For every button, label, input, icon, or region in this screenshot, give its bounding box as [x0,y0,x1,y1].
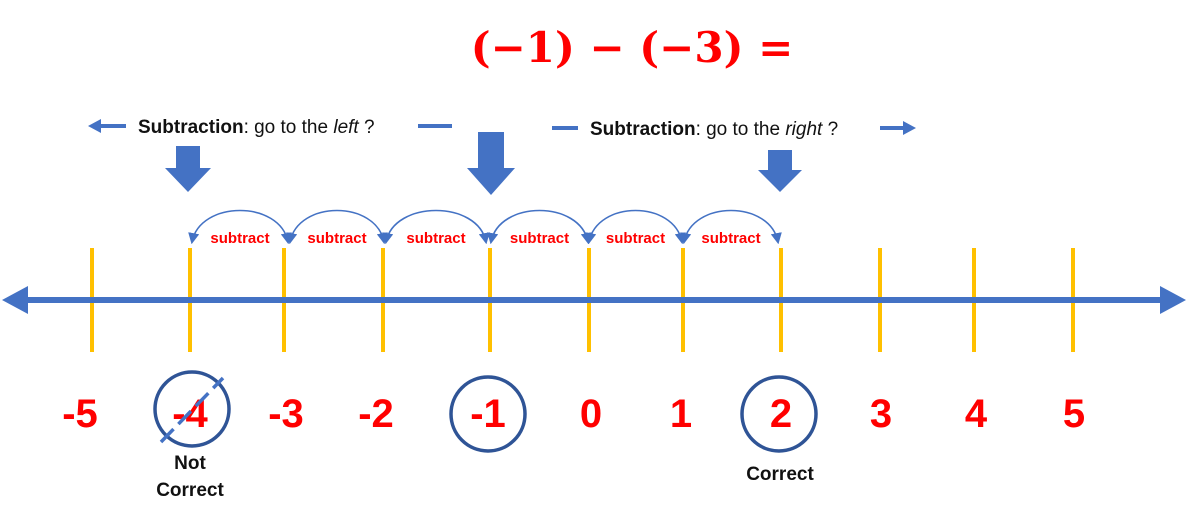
axis-right-arrowhead-icon [1160,286,1186,314]
tick-label-3: 3 [870,392,892,436]
left-hint: Subtraction: go to the left ? [88,117,452,138]
tick-label-4: 4 [965,392,988,436]
equation-title: (−1) − (−3) = [471,23,794,72]
hop-arc-2 [286,209,388,245]
hop-label-4: subtract [510,230,569,247]
hop-label-6: subtract [701,230,760,247]
hop-arc-6 [680,209,782,245]
tick-label--1: -1 [470,392,506,436]
left-arrowhead-icon [88,119,101,133]
wrong-verdict-line2: Correct [156,480,224,501]
correct-answer-circle [740,375,818,453]
tick-label-5: 5 [1063,392,1085,436]
right-arrowhead-icon [903,121,916,135]
axis-left-arrowhead-icon [2,286,28,314]
correct-verdict: Correct [746,464,814,485]
hop-arc-4 [487,209,592,245]
tick-label-1: 1 [670,392,692,436]
hop-arc-5 [585,209,686,245]
hop-label-3: subtract [406,230,465,247]
hop-label-1: subtract [210,230,269,247]
hop-arc-1 [188,209,292,245]
tick-label-0: 0 [580,392,602,436]
down-arrow-icon-center [467,132,515,195]
subtract-hops: subtract subtract subtract subtract subtract… [188,209,782,247]
cross-out-icon [159,376,225,444]
hop-label-5: subtract [606,230,665,247]
tick-label--5: -5 [62,392,98,436]
down-arrow-icon-right [758,150,802,192]
down-arrow-icon-left [165,146,211,192]
wrong-verdict-line1: Not [174,453,206,474]
left-hint-text: Subtraction: go to the left ? [138,117,375,138]
wrong-answer-circle [153,370,231,448]
hop-label-2: subtract [307,230,366,247]
hop-arc-3 [382,209,490,245]
right-hint: Subtraction: go to the right ? [552,119,916,140]
double-headed-arrow [2,286,1186,314]
wrong-answer-marker [153,370,231,448]
right-hint-text: Subtraction: go to the right ? [590,119,838,140]
tick-label--3: -3 [268,392,304,436]
tick-label-2: 2 [770,392,792,436]
start-circle [449,375,527,453]
tick-label--2: -2 [358,392,394,436]
